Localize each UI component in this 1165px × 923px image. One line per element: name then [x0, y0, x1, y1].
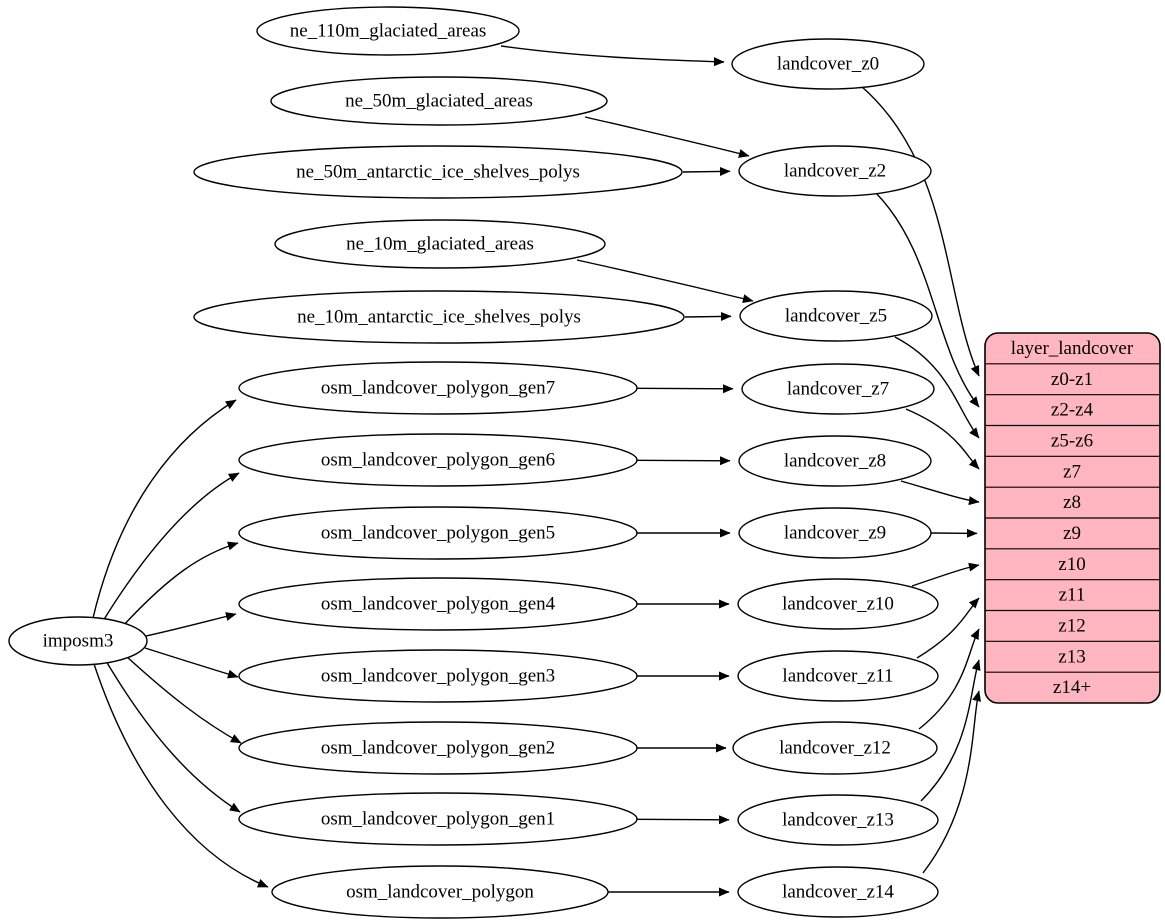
node-landcover-z11: landcover_z11 [737, 650, 939, 702]
node-label: ne_50m_glaciated_areas [345, 91, 533, 112]
node-label: landcover_z7 [787, 379, 889, 400]
edge-z0-to-row-z0-z1 [860, 85, 980, 377]
node-label: landcover_z5 [785, 306, 887, 327]
node-label: ne_110m_glaciated_areas [290, 21, 487, 42]
node-label: landcover_z0 [777, 54, 879, 75]
node-label: ne_50m_antarctic_ice_shelves_polys [296, 162, 580, 183]
edge-z12-to-row-z12 [918, 628, 980, 730]
node-osm-landcover-polygon-gen2: osm_landcover_polygon_gen2 [238, 721, 638, 775]
node-label: osm_landcover_polygon_gen6 [321, 450, 555, 471]
node-imposm3: imposm3 [8, 616, 148, 666]
edge-imposm3-to-gen4 [145, 612, 237, 637]
record-row-z2-z4: z2-z4 [1051, 400, 1094, 421]
node-osm-landcover-polygon-gen7: osm_landcover_polygon_gen7 [238, 361, 638, 415]
edge-z11-to-row-z11 [916, 597, 980, 659]
edge-z5-to-row-z5-z6 [894, 336, 980, 439]
edge-z2-to-row-z2-z4 [875, 192, 980, 408]
node-label: landcover_z10 [782, 594, 894, 615]
edge-ne50m-glaciated-to-z2 [584, 116, 750, 158]
node-label: landcover_z12 [779, 738, 891, 759]
node-osm-landcover-polygon-gen3: osm_landcover_polygon_gen3 [238, 649, 638, 703]
node-ne-10m-antarctic-ice-shelves-polys: ne_10m_antarctic_ice_shelves_polys [193, 290, 685, 344]
node-landcover-z14: landcover_z14 [737, 866, 939, 918]
edge-ne50m-antarctic-to-z2 [682, 166, 731, 176]
node-label: imposm3 [43, 631, 114, 652]
node-label: osm_landcover_polygon_gen5 [321, 523, 555, 544]
node-label: osm_landcover_polygon_gen4 [321, 594, 556, 615]
node-label: landcover_z14 [782, 882, 894, 903]
node-label: landcover_z9 [784, 523, 886, 544]
edge-ne10m-antarctic-to-z5 [684, 311, 732, 321]
node-osm-landcover-polygon-gen1: osm_landcover_polygon_gen1 [238, 792, 638, 846]
edge-imposm3-to-gen5 [121, 541, 239, 628]
edge-imposm3-to-gen7 [92, 399, 237, 619]
node-landcover-z13: landcover_z13 [737, 794, 939, 846]
edge-ne110m-glaciated-to-z0 [500, 45, 725, 67]
node-label: osm_landcover_polygon [346, 882, 534, 903]
edge-imposm3-to-osm-landcover-polygon [93, 663, 269, 888]
node-osm-landcover-polygon: osm_landcover_polygon [271, 865, 609, 919]
node-layer-landcover: layer_landcover z0-z1 z2-z4 z5-z6 z7 z8 … [984, 332, 1161, 704]
record-separators [985, 363, 1160, 673]
node-landcover-z0: landcover_z0 [731, 38, 925, 90]
node-label: landcover_z2 [784, 161, 886, 182]
edge-gen6-to-z8 [636, 456, 731, 466]
edge-imposm3-to-gen2 [125, 655, 242, 744]
node-ne-110m-glaciated-areas: ne_110m_glaciated_areas [256, 6, 520, 56]
node-label: osm_landcover_polygon_gen3 [321, 666, 555, 687]
edge-z14-to-row-z14plus [922, 690, 982, 874]
node-label: ne_10m_glaciated_areas [346, 234, 534, 255]
node-ne-10m-glaciated-areas: ne_10m_glaciated_areas [274, 219, 606, 269]
node-label: osm_landcover_polygon_gen1 [321, 809, 555, 830]
record-row-z14plus: z14+ [1053, 677, 1091, 698]
node-label: osm_landcover_polygon_gen2 [321, 738, 555, 759]
edge-z7-to-row-z7 [905, 408, 980, 470]
node-landcover-z10: landcover_z10 [737, 578, 939, 630]
node-label: landcover_z13 [782, 810, 894, 831]
node-landcover-z5: landcover_z5 [739, 290, 933, 342]
record-row-z7: z7 [1063, 461, 1081, 482]
edge-gen7-to-z7 [636, 384, 734, 394]
edge-z8-to-row-z8 [900, 480, 980, 506]
node-label: landcover_z11 [782, 666, 893, 687]
edge-z10-to-row-z10 [911, 562, 980, 587]
edge-imposm3-to-gen1 [105, 660, 241, 813]
record-row-z11: z11 [1059, 585, 1086, 606]
node-landcover-z7: landcover_z7 [741, 363, 935, 415]
record-row-z5-z6: z5-z6 [1051, 430, 1093, 451]
record-row-z8: z8 [1063, 492, 1081, 513]
node-label: osm_landcover_polygon_gen7 [321, 378, 555, 399]
record-row-z10: z10 [1058, 554, 1085, 575]
node-label: ne_10m_antarctic_ice_shelves_polys [297, 307, 581, 328]
record-title: layer_landcover [1011, 338, 1134, 359]
node-label: landcover_z8 [784, 451, 886, 472]
node-landcover-z2: landcover_z2 [738, 145, 932, 197]
edge-gen1-to-z13 [636, 815, 730, 825]
node-landcover-z12: landcover_z12 [732, 721, 938, 775]
record-row-z13: z13 [1058, 646, 1085, 667]
edge-layer [92, 45, 982, 897]
record-row-z12: z12 [1058, 615, 1085, 636]
edge-imposm3-to-gen6 [102, 472, 240, 622]
node-landcover-z8: landcover_z8 [738, 435, 932, 487]
node-landcover-z9: landcover_z9 [738, 507, 932, 559]
edge-z13-to-row-z13 [920, 659, 981, 802]
node-ne-50m-glaciated-areas: ne_50m_glaciated_areas [270, 76, 608, 126]
node-osm-landcover-polygon-gen4: osm_landcover_polygon_gen4 [238, 577, 638, 631]
record-row-z0-z1: z0-z1 [1051, 369, 1093, 390]
node-osm-landcover-polygon-gen6: osm_landcover_polygon_gen6 [238, 433, 638, 487]
record-row-z9: z9 [1063, 523, 1081, 544]
node-layer: imposm3 ne_110m_glaciated_areas ne_50m_g… [8, 6, 939, 919]
edge-imposm3-to-gen3 [144, 647, 239, 679]
edge-ne10m-glaciated-to-z5 [576, 259, 754, 303]
node-ne-50m-antarctic-ice-shelves-polys: ne_50m_antarctic_ice_shelves_polys [193, 145, 683, 199]
node-osm-landcover-polygon-gen5: osm_landcover_polygon_gen5 [238, 506, 638, 560]
